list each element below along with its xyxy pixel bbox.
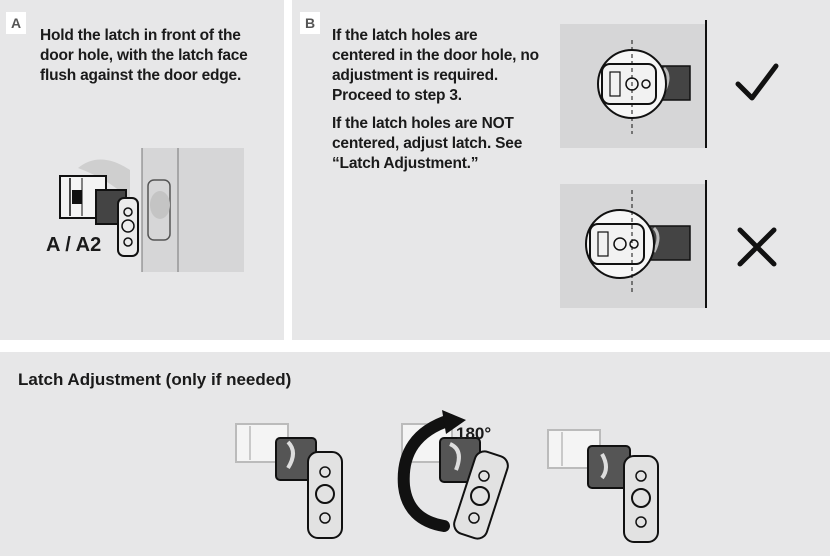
step-b-badge: B bbox=[300, 12, 320, 34]
step-b-centered-instruction: If the latch holes are centered in the d… bbox=[332, 27, 539, 104]
step-a-badge: A bbox=[6, 12, 26, 34]
step-b-not-centered-instruction: If the latch holes are NOT centered, adj… bbox=[332, 115, 523, 172]
latch-before-rotation-illustration bbox=[235, 423, 343, 539]
step-b-panel: B If the latch holes are centered in the… bbox=[292, 0, 830, 340]
off-center-latch-illustration bbox=[560, 180, 707, 308]
step-a-panel: A Hold the latch in front of the door ho… bbox=[0, 0, 284, 340]
centered-latch-illustration bbox=[560, 20, 707, 148]
latch-on-door-illustration bbox=[59, 148, 244, 272]
latch-model-label: A / A2 bbox=[46, 234, 102, 256]
rotation-degrees-label: 180° bbox=[456, 424, 492, 443]
latch-adjustment-panel: Latch Adjustment (only if needed) 180° bbox=[0, 352, 830, 556]
checkmark-icon bbox=[735, 63, 779, 101]
latch-adjustment-title: Latch Adjustment (only if needed) bbox=[18, 370, 292, 389]
latch-after-rotation-illustration bbox=[547, 429, 659, 543]
rotate-arrow-icon bbox=[397, 410, 466, 532]
step-a-instruction: Hold the latch in front of the door hole… bbox=[40, 27, 248, 84]
x-icon bbox=[737, 227, 777, 267]
